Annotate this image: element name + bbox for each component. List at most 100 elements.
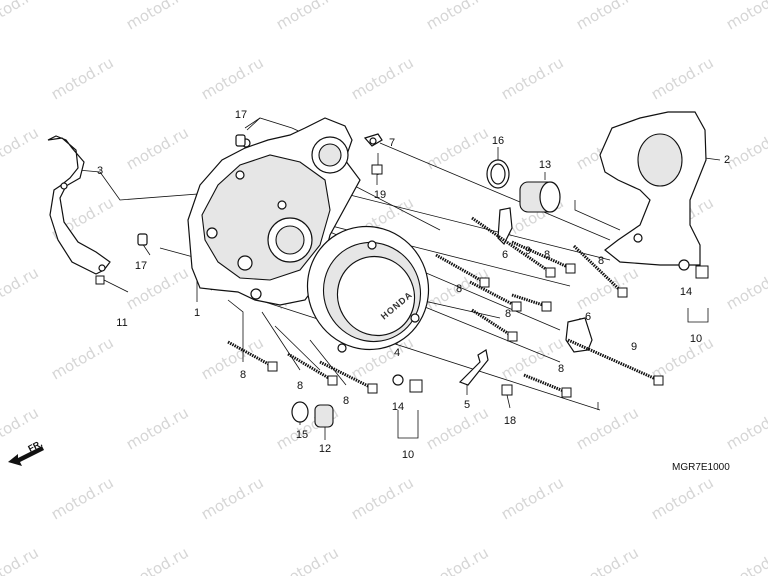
leader-lines: [77, 117, 721, 440]
watermark-text: motod.ru: [723, 403, 768, 453]
callout-9: 9: [525, 245, 531, 257]
bracket-part-3: [47, 135, 111, 275]
callout-8: 8: [598, 255, 604, 267]
bolt-shaft: [435, 253, 485, 284]
watermark-text: motod.ru: [723, 0, 768, 33]
watermark-text: motod.ru: [573, 543, 642, 576]
plug-part-12: [314, 404, 334, 428]
callout-labels: 1 2 3 4 5 6 6 7 8 8 8 8 8 8 8 8 9 9 10 1…: [97, 109, 730, 461]
bolt-head: [267, 361, 278, 372]
watermark-text: motod.ru: [723, 543, 768, 576]
plug-part-13: [519, 181, 561, 213]
callout-18: 18: [504, 415, 516, 427]
watermark-text: motod.ru: [123, 403, 192, 453]
watermark-text: motod.ru: [198, 53, 267, 103]
callout-6: 6: [585, 311, 591, 323]
bolt-head: [617, 287, 628, 298]
watermark-text: motod.ru: [423, 0, 492, 33]
callout-8: 8: [297, 380, 303, 392]
callout-1: 1: [194, 307, 200, 319]
watermark-text: motod.ru: [648, 473, 717, 523]
watermark-text: motod.ru: [573, 403, 642, 453]
bolt-shaft: [227, 340, 273, 368]
callout-15: 15: [296, 429, 308, 441]
watermark-text: motod.ru: [198, 473, 267, 523]
bolt-shaft: [511, 293, 547, 308]
callout-12: 12: [319, 443, 331, 455]
watermark-text: motod.ru: [273, 0, 342, 33]
bolt-shaft: [471, 308, 513, 338]
bolt-shaft: [469, 280, 517, 308]
front-indicator-text: FR.: [26, 438, 43, 453]
watermark-text: motod.ru: [48, 473, 117, 523]
callout-8: 8: [505, 308, 511, 320]
bolt-shaft: [511, 240, 571, 270]
callout-19: 19: [374, 189, 386, 201]
callout-8: 8: [544, 249, 550, 261]
small-fasteners: [95, 133, 709, 409]
watermark-text: motod.ru: [348, 53, 417, 103]
bolt-head: [565, 263, 576, 274]
callout-10: 10: [690, 333, 702, 345]
callout-8: 8: [558, 363, 564, 375]
callout-3: 3: [97, 165, 103, 177]
callout-13: 13: [539, 159, 551, 171]
callout-9: 9: [631, 341, 637, 353]
watermark-text: motod.ru: [423, 543, 492, 576]
diagram-code: MGR7E1000: [672, 462, 730, 473]
callout-7: 7: [389, 137, 395, 149]
watermark-text: motod.ru: [723, 263, 768, 313]
callout-17: 17: [235, 109, 247, 121]
watermark-text: motod.ru: [423, 123, 492, 173]
bolt-head: [545, 267, 556, 278]
callout-2: 2: [724, 154, 730, 166]
sprocket-cover-part-2: [599, 111, 707, 266]
callout-4: 4: [394, 347, 400, 359]
watermark-text: motod.ru: [123, 263, 192, 313]
front-arrow: FR.: [8, 438, 44, 466]
bolt-head: [479, 277, 490, 288]
watermark-text: motod.ru: [48, 333, 117, 383]
bolt-shaft: [319, 360, 373, 390]
bolt-shaft: [567, 338, 659, 382]
bolt-shaft: [471, 216, 551, 274]
callout-10: 10: [402, 449, 414, 461]
bolt-head: [507, 331, 518, 342]
bolt-head: [367, 383, 378, 394]
watermark-text: motod.ru: [648, 53, 717, 103]
callout-5: 5: [464, 399, 470, 411]
o-ring-part-16: [486, 159, 510, 189]
callout-8: 8: [240, 369, 246, 381]
bolt-shaft: [287, 352, 333, 382]
watermark-text: motod.ru: [123, 123, 192, 173]
watermark-text: motod.ru: [273, 543, 342, 576]
bolt-head: [511, 301, 522, 312]
bolt-shaft: [572, 244, 624, 294]
watermark-text: motod.ru: [423, 403, 492, 453]
callout-11: 11: [116, 317, 127, 329]
watermark-text: motod.ru: [48, 53, 117, 103]
bolt-set: [227, 216, 664, 398]
watermark-text: motod.ru: [498, 473, 567, 523]
watermark-text: motod.ru: [573, 0, 642, 33]
watermark-text: motod.ru: [498, 53, 567, 103]
generator-cover-part-4: HONDA: [306, 225, 430, 353]
callout-16: 16: [492, 135, 504, 147]
callout-14: 14: [680, 286, 692, 298]
bolt-head: [653, 375, 664, 386]
watermark-text: motod.ru: [0, 0, 42, 33]
o-ring-part-15: [291, 401, 309, 423]
watermark-text: motod.ru: [348, 473, 417, 523]
callout-8: 8: [456, 283, 462, 295]
callout-8: 8: [343, 395, 349, 407]
watermark-text: motod.ru: [0, 543, 42, 576]
watermark-text: motod.ru: [123, 543, 192, 576]
bolt-head: [327, 375, 338, 386]
callout-17: 17: [135, 260, 147, 272]
watermark-text: motod.ru: [0, 123, 42, 173]
bolt-shaft: [523, 373, 567, 394]
bolt-head: [541, 301, 552, 312]
bolt-head: [561, 387, 572, 398]
